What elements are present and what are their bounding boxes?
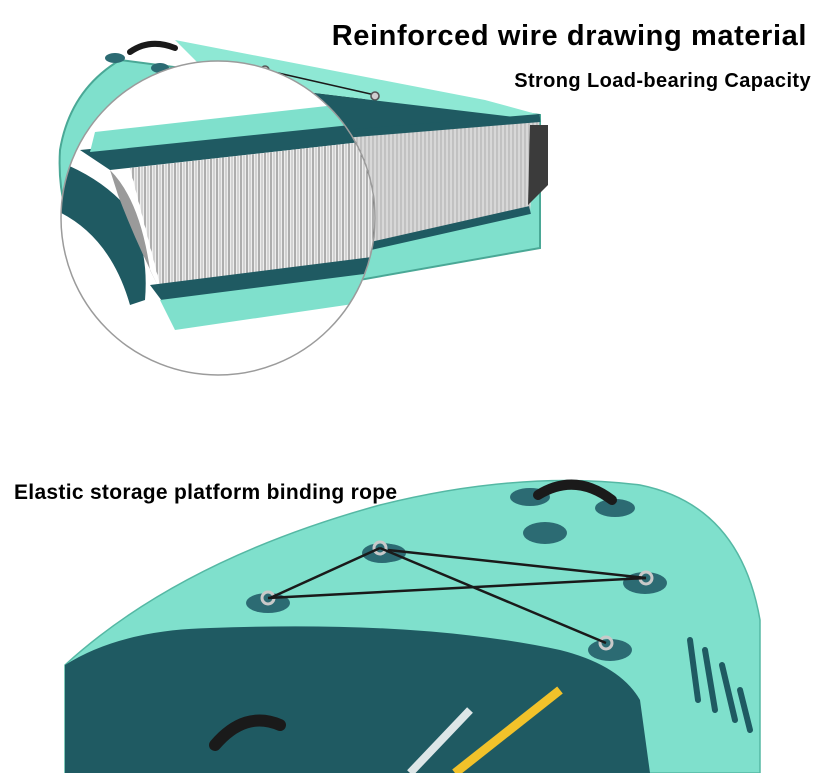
section-heading-binding-rope: Elastic storage platform binding rope <box>14 481 398 504</box>
bungee-rope <box>267 546 647 645</box>
board-cross-section-illustration <box>58 40 548 376</box>
section-heading-reinforced: Reinforced wire drawing material <box>331 20 807 52</box>
magnifier-lens <box>60 60 376 376</box>
traction-pad <box>65 626 650 773</box>
nose-handle <box>510 479 635 517</box>
section-subheading-load-capacity: Strong Load-bearing Capacity <box>514 70 811 92</box>
pad-handle <box>209 714 286 751</box>
carry-handle <box>127 40 178 55</box>
rail-stripes <box>687 637 753 733</box>
